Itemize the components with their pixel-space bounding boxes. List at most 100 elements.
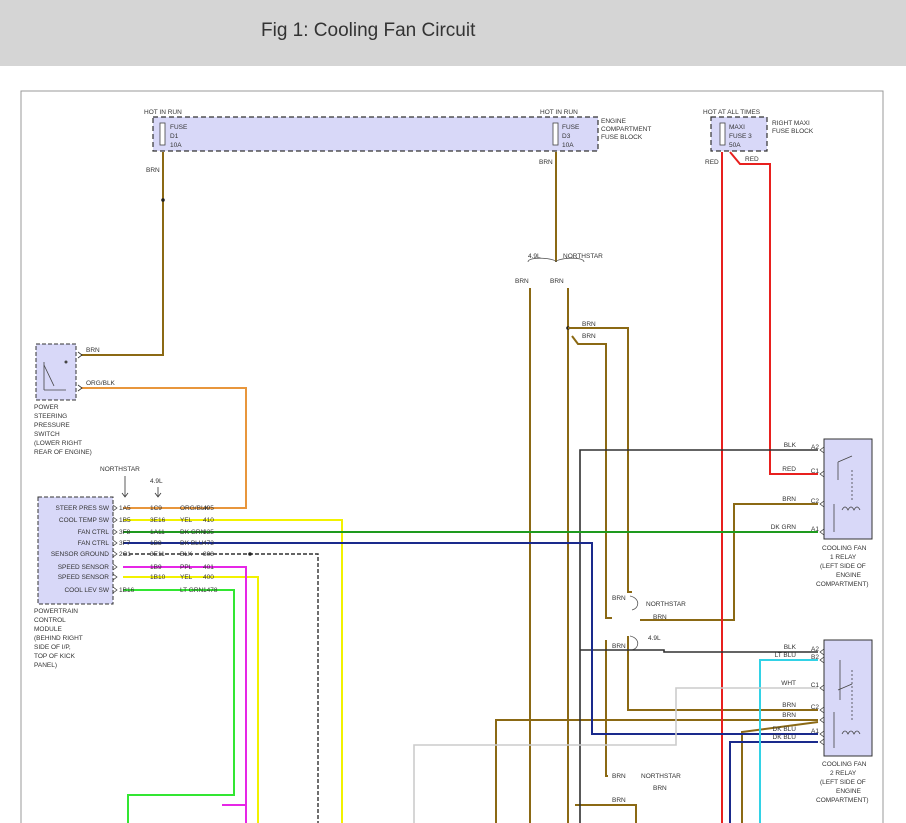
relay-wire-label: BRN (782, 496, 796, 503)
component-caption: PRESSURE (34, 422, 70, 429)
wire-label: BRN (582, 333, 596, 340)
fuse-label: FUSE (562, 124, 580, 131)
relay-wire-label: DK BLU (773, 734, 797, 741)
fuse-label: D1 (170, 133, 179, 140)
relay-wire-label: BRN (782, 712, 796, 719)
component-caption: SIDE OF I/P, (34, 644, 71, 651)
relay-wire-label: DK BLU (773, 726, 797, 733)
wire-blk-relay1 (579, 449, 818, 823)
component-caption: CONTROL (34, 617, 66, 624)
pcm-pin-label: COOL LEV SW (64, 587, 109, 594)
component-caption: COOLING FAN (822, 545, 867, 552)
wire-label: BRN (146, 167, 160, 174)
pcm-pin-49l: 3E11 (150, 551, 165, 558)
connector-symbol (112, 539, 118, 547)
component-caption: ENGINE (836, 788, 862, 795)
wire-label: 4.9L (528, 253, 541, 260)
wire-label: BRN (539, 159, 553, 166)
connector-symbol (112, 516, 118, 524)
wire-dk-blu-2 (729, 741, 818, 823)
wire-label: BRN (550, 278, 564, 285)
pcm-circuit-number: 335 (203, 529, 214, 536)
wire-label: NORTHSTAR (563, 253, 603, 260)
component-caption: POWER (34, 404, 59, 411)
relay-pin-id: C2 (811, 498, 820, 505)
fuse-block-label: FUSE BLOCK (772, 128, 814, 135)
connector-symbol (819, 684, 825, 692)
wire-label: BRN (582, 321, 596, 328)
wire-blk-relay2 (580, 649, 818, 653)
pcm-pin-49l: 1B10 (150, 574, 166, 581)
wire-org-blk (81, 387, 247, 509)
connector-symbol (819, 656, 825, 664)
fuse-heading: HOT IN RUN (540, 109, 578, 116)
option-bracket (629, 595, 639, 611)
figure-header: Fig 1: Cooling Fan Circuit (0, 0, 906, 66)
relay-wire-label: BLK (784, 644, 797, 651)
wire-label: BRN (612, 595, 626, 602)
splice-dot (161, 198, 165, 202)
fuse-d3: HOT IN RUN FUSE D3 10A (540, 109, 580, 149)
diagram-frame (20, 90, 884, 823)
wire-label: BRN (612, 797, 626, 804)
fuse-label: 10A (170, 142, 182, 149)
fuse-block-main (152, 116, 599, 152)
fuse-block-label: ENGINE (601, 118, 627, 125)
pcm-circuit-number: 495 (203, 505, 214, 512)
pcm-pin-label: SPEED SENSOR (58, 564, 110, 571)
relay-wire-label: LT BLU (775, 652, 797, 659)
component-caption: 1 RELAY (830, 554, 857, 561)
pcm-pin-northstar: 3F8 (119, 529, 131, 536)
wire-brn-relay2b (495, 719, 818, 823)
connector-symbol (819, 738, 825, 746)
pcm-wire-color: BLK (180, 551, 193, 558)
pcm-wire-color: PPL (180, 564, 193, 571)
wire-brn-branch1 (568, 327, 632, 593)
connector-symbol (819, 648, 825, 656)
relay-wire-label: WHT (781, 680, 796, 687)
pcm-pin-northstar: 2C1 (119, 551, 131, 558)
component-caption: STEERING (34, 413, 67, 420)
fuse-d1: HOT IN RUN FUSE D1 10A (144, 109, 188, 149)
relay-wire-label: BRN (782, 702, 796, 709)
pcm-circuit-number: 401 (203, 564, 214, 571)
wire-label: BRN (653, 785, 667, 792)
pcm-wire-color: LT GRN (180, 587, 204, 594)
pcm-circuit-number: 473 (203, 540, 214, 547)
wire-lt-grn (123, 589, 235, 823)
pcm-column-heading: 4.9L (150, 478, 163, 485)
pcm-pin-label: FAN CTRL (78, 540, 110, 547)
connector-symbol (819, 716, 825, 724)
connector-symbol (819, 706, 825, 714)
pcm-circuit-number: 1478 (203, 587, 218, 594)
option-bracket (527, 257, 585, 263)
fuse-maxi-3: HOT AT ALL TIMES MAXI FUSE 3 50A RIGHT M… (703, 109, 814, 149)
connector-symbol (819, 446, 825, 454)
component-caption: COMPARTMENT) (816, 581, 868, 588)
fuse-label: MAXI (729, 124, 745, 131)
fuse-heading: HOT IN RUN (144, 109, 182, 116)
component-caption: ENGINE (836, 572, 862, 579)
component-caption: (LEFT SIDE OF (820, 563, 866, 570)
fuse-label: FUSE 3 (729, 133, 752, 140)
wire-brn-branch2 (571, 335, 612, 619)
relay-pin-id: C1 (811, 468, 820, 475)
component-caption: COMPARTMENT) (816, 797, 868, 804)
fuse-label: FUSE (170, 124, 188, 131)
component-caption: SWITCH (34, 431, 60, 438)
wire-label: NORTHSTAR (646, 601, 686, 608)
relay-pin-id: A1 (811, 526, 819, 533)
wire-brn-lower (605, 640, 608, 777)
relay-pin-id: A1 (811, 728, 819, 735)
wire-label: BRN (612, 773, 626, 780)
wire-brn-d1 (81, 152, 164, 356)
fuse-block-label: FUSE BLOCK (601, 134, 643, 141)
pcm-pin-label: STEER PRES SW (56, 505, 110, 512)
connector-symbol (112, 586, 118, 594)
pcm-pin-label: SENSOR GROUND (51, 551, 109, 558)
pcm-pin-49l: 3E16 (150, 517, 166, 524)
